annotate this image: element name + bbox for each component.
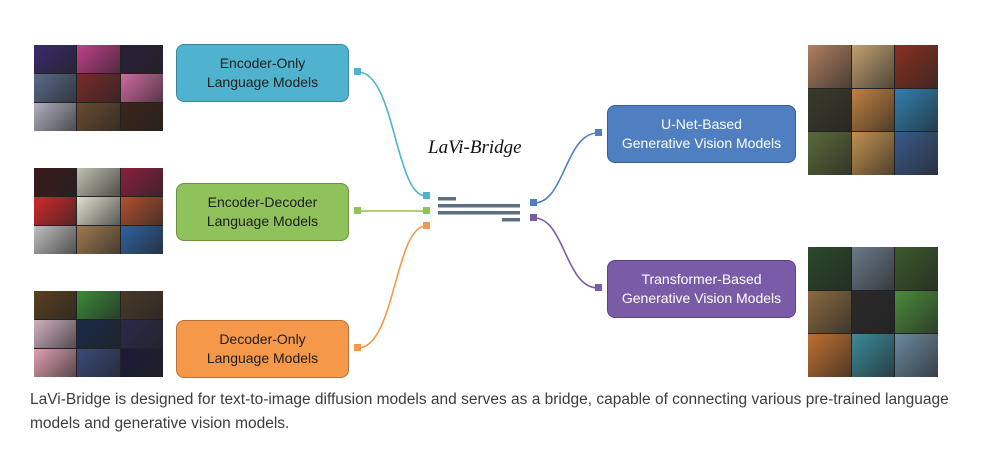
image-thumbnail — [77, 320, 120, 348]
image-grid-decoder-only — [34, 291, 163, 377]
image-thumbnail — [120, 349, 163, 377]
image-grid-transformer — [808, 247, 938, 377]
image-thumbnail — [851, 334, 895, 377]
connector-unet — [533, 132, 599, 204]
image-thumbnail — [34, 226, 77, 254]
connector-node — [423, 192, 430, 199]
image-thumbnail — [895, 132, 938, 175]
bridge-title: LaVi-Bridge — [428, 137, 522, 158]
image-thumbnail — [120, 291, 163, 319]
image-thumbnail — [895, 334, 938, 377]
image-thumbnail — [77, 349, 120, 377]
image-thumbnail — [851, 132, 895, 175]
image-thumbnail — [120, 103, 163, 131]
image-thumbnail — [895, 290, 938, 334]
image-thumbnail — [34, 103, 77, 131]
image-thumbnail — [808, 132, 851, 175]
decoder-only-box: Decoder-Only Language Models — [176, 320, 349, 378]
connector-node — [354, 344, 361, 351]
connector-transformer — [533, 217, 599, 289]
image-grid-unet — [808, 45, 938, 175]
image-thumbnail — [34, 320, 77, 348]
image-thumbnail — [34, 74, 77, 102]
image-thumbnail — [77, 291, 120, 319]
image-thumbnail — [808, 88, 851, 132]
unet-vision-box: U-Net-Based Generative Vision Models — [607, 105, 796, 163]
image-thumbnail — [120, 168, 163, 196]
image-thumbnail — [77, 226, 120, 254]
caption: LaVi-Bridge is designed for text-to-imag… — [30, 391, 949, 432]
image-thumbnail — [120, 226, 163, 254]
encoder-decoder-box: Encoder-Decoder Language Models — [176, 183, 349, 241]
image-thumbnail — [77, 45, 120, 73]
connector-node — [530, 214, 537, 221]
image-thumbnail — [851, 88, 895, 132]
image-thumbnail — [34, 168, 77, 196]
connector-encoder-only — [357, 71, 427, 197]
image-thumbnail — [851, 247, 895, 290]
image-thumbnail — [120, 320, 163, 348]
image-thumbnail — [895, 45, 938, 88]
transformer-vision-box: Transformer-Based Generative Vision Mode… — [607, 260, 796, 318]
image-thumbnail — [34, 349, 77, 377]
image-thumbnail — [34, 197, 77, 225]
image-grid-encoder-only — [34, 45, 163, 131]
image-thumbnail — [77, 74, 120, 102]
connector-node — [595, 129, 602, 136]
image-thumbnail — [120, 74, 163, 102]
image-thumbnail — [77, 197, 120, 225]
image-thumbnail — [808, 334, 851, 377]
connector-decoder-only — [357, 225, 427, 349]
connector-node — [595, 284, 602, 291]
encoder-only-box: Encoder-Only Language Models — [176, 44, 349, 102]
image-thumbnail — [808, 45, 851, 88]
image-thumbnail — [120, 197, 163, 225]
image-thumbnail — [34, 291, 77, 319]
image-thumbnail — [808, 247, 851, 290]
connector-node — [354, 68, 361, 75]
image-thumbnail — [808, 290, 851, 334]
image-thumbnail — [34, 45, 77, 73]
image-thumbnail — [77, 168, 120, 196]
image-thumbnail — [895, 247, 938, 290]
image-thumbnail — [851, 45, 895, 88]
bridge-glyph — [438, 197, 520, 222]
image-thumbnail — [895, 88, 938, 132]
image-grid-encoder-decoder — [34, 168, 163, 254]
image-thumbnail — [120, 45, 163, 73]
connector-node — [354, 207, 361, 214]
image-thumbnail — [77, 103, 120, 131]
image-thumbnail — [851, 290, 895, 334]
connector-node — [530, 199, 537, 206]
connector-node — [423, 222, 430, 229]
connector-node — [423, 207, 430, 214]
